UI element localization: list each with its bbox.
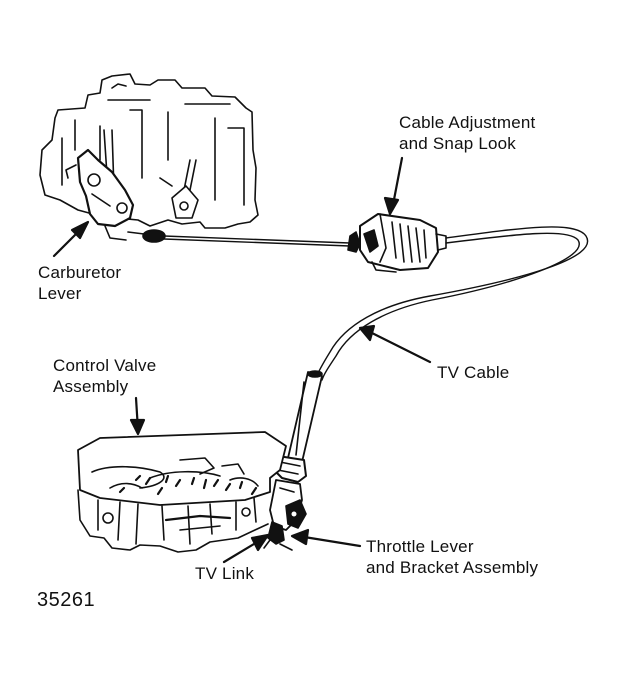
carburetor-lever-label: Carburetor Lever bbox=[38, 262, 121, 304]
cable-illustration bbox=[163, 235, 351, 247]
tv-cable-arrow bbox=[364, 328, 432, 364]
tv-cable-label-text: TV Cable bbox=[437, 363, 510, 382]
throttle-lever-label-line1: Throttle Lever bbox=[366, 537, 474, 556]
tv-cable-label: TV Cable bbox=[437, 362, 509, 383]
control-valve-label-line2: Assembly bbox=[53, 377, 129, 396]
tv-link-label: TV Link bbox=[195, 563, 254, 584]
throttle-lever-label-line2: and Bracket Assembly bbox=[366, 558, 539, 577]
control-valve-label: Control Valve Assembly bbox=[53, 355, 156, 397]
pointer-arrows bbox=[52, 156, 432, 564]
cable-adjustment-label-line2: and Snap Look bbox=[399, 134, 516, 153]
tv-link-label-text: TV Link bbox=[195, 564, 255, 583]
control-valve-illustration bbox=[77, 431, 287, 553]
cable-adjustment-label: Cable Adjustment and Snap Look bbox=[399, 112, 535, 154]
throttle-lever-arrow bbox=[296, 534, 362, 548]
control-valve-label-line1: Control Valve bbox=[53, 356, 157, 375]
cable-adjustment-label-line1: Cable Adjustment bbox=[399, 113, 536, 132]
carburetor-illustration bbox=[39, 73, 259, 243]
carburetor-lever-label-line1: Carburetor bbox=[38, 263, 122, 282]
throttle-lever-label: Throttle Lever and Bracket Assembly bbox=[366, 536, 538, 578]
figure-number: 35261 bbox=[37, 589, 96, 611]
cable-adjuster-illustration bbox=[347, 213, 447, 273]
carburetor-lever-label-line2: Lever bbox=[38, 284, 82, 303]
tv-cable-illustration bbox=[315, 226, 589, 381]
